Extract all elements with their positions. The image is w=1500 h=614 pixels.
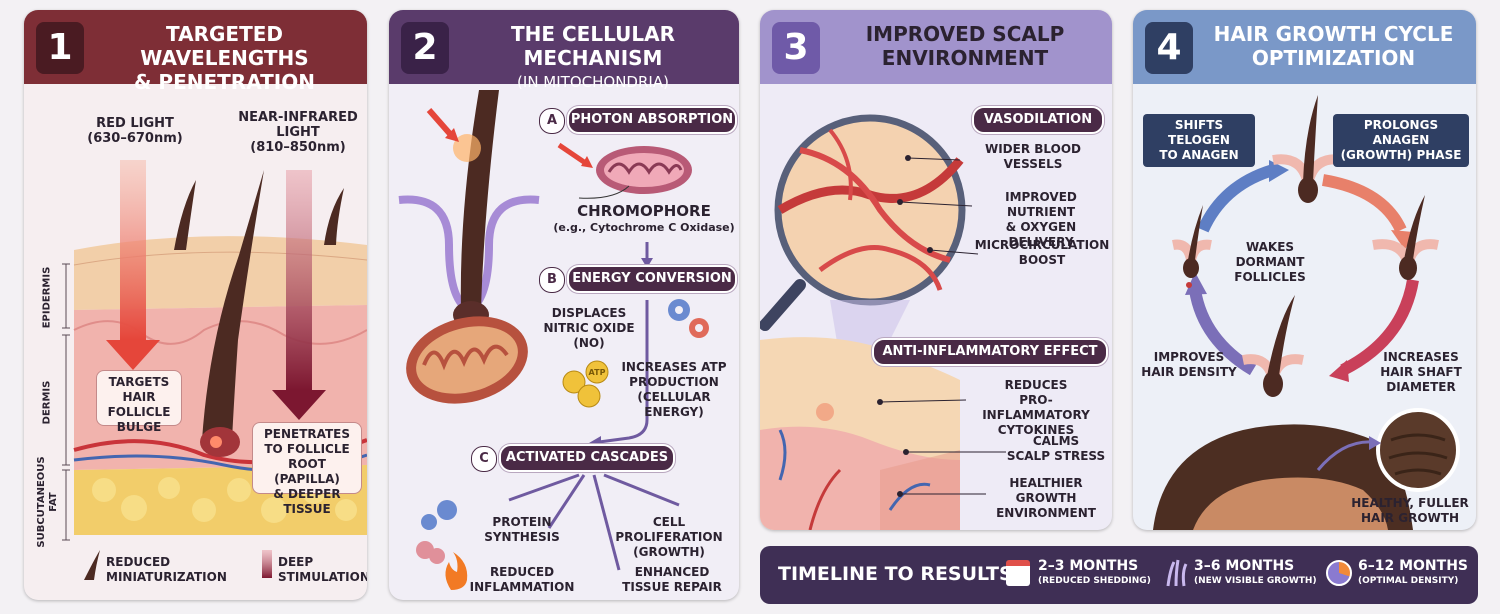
panel-1-header: 1 TARGETED WAVELENGTHS & PENETRATION [24,10,367,94]
reduced-inflammation-label: REDUCED INFLAMMATION [469,565,575,594]
shifts-telogen-tag: SHIFTS TELOGEN TO ANAGEN [1143,114,1255,167]
legend-reduced-miniaturization: REDUCED MINIATURIZATION [106,555,227,584]
panel-3-title-line2: ENVIRONMENT [881,46,1049,70]
anti-inflammatory-pill: ANTI-INFLAMMATORY EFFECT [872,338,1108,366]
vasodilation-pill: VASODILATION [972,106,1104,134]
panel-2-number: 2 [401,22,449,74]
timeline-item-2: 3–6 MONTHS (NEW VISIBLE GROWTH) [1194,558,1317,586]
step-b-energy-conversion: B ENERGY CONVERSION [539,265,737,293]
panel-wavelengths: 1 TARGETED WAVELENGTHS & PENETRATION [24,10,367,600]
penetrates-root-callout: PENETRATES TO FOLLICLE ROOT (PAPILLA) & … [252,422,362,516]
panel-3-number: 3 [772,22,820,74]
healthier-environment-label: HEALTHIER GROWTH ENVIRONMENT [996,476,1096,520]
skin-cross-section-illustration [62,160,367,580]
layer-dermis-label: DERMIS [41,380,53,425]
chromophore-label: CHROMOPHORE (e.g., Cytochrome C Oxidase) [553,202,735,234]
red-light-label: RED LIGHT (630–670nm) [87,116,183,146]
legend-deep-stimulation: DEEP STIMULATION [278,555,367,584]
wakes-follicles-label: WAKES DORMANT FOLLICLES [1234,240,1306,284]
panel-1-title-line2: & PENETRATION [134,70,315,94]
mitochondria-illustration [398,90,709,590]
panel-3-header: 3 IMPROVED SCALP ENVIRONMENT [760,10,1112,84]
prolongs-anagen-tag: PROLONGS ANAGEN (GROWTH) PHASE [1333,114,1469,167]
cell-proliferation-label: CELL PROLIFERATION (GROWTH) [615,515,723,559]
displaces-no-label: DISPLACES NITRIC OXIDE (NO) [543,306,635,350]
protein-synthesis-label: PROTEIN SYNTHESIS [484,515,560,544]
reduces-cytokines-label: REDUCES PRO-INFLAMMATORY CYTOKINES [982,378,1090,437]
increases-atp-label: INCREASES ATP PRODUCTION (CELLULAR ENERG… [621,360,727,419]
step-c-letter: C [471,446,497,472]
microcirculation-label: MICROCIRCULATION BOOST [974,238,1110,267]
wider-vessels-label: WIDER BLOOD VESSELS [984,142,1081,171]
panel-2-title-line1: THE CELLULAR MECHANISM [511,22,675,70]
miniaturization-icon [84,550,100,580]
panel-growth-cycle: 4 HAIR GROWTH CYCLE OPTIMIZATION [1133,10,1476,530]
deep-stimulation-icon [262,550,272,578]
step-b-letter: B [539,267,565,293]
healthy-growth-label: HEALTHY, FULLER HAIR GROWTH [1351,496,1469,525]
enhanced-tissue-repair-label: ENHANCED TISSUE REPAIR [622,565,722,594]
panel-scalp-environment: 3 IMPROVED SCALP ENVIRONMENT VASODILATIO… [760,10,1112,530]
layer-epidermis-label: EPIDERMIS [41,266,53,329]
density-chart-icon [1326,560,1352,586]
nir-light-label: NEAR-INFRARED LIGHT (810–850nm) [238,110,358,155]
panel-2-header: 2 THE CELLULAR MECHANISM (IN MITOCHONDRI… [389,10,739,91]
hair-sprout-icon [1164,558,1188,588]
calms-stress-label: CALMS SCALP STRESS [1006,434,1106,463]
timeline-item-3: 6–12 MONTHS (OPTIMAL DENSITY) [1358,558,1468,586]
panel-1-title-line1: TARGETED WAVELENGTHS [140,22,309,70]
nutrient-delivery-label: IMPROVED NUTRIENT & OXYGEN DELIVERY [1005,190,1077,249]
panel-2-title: THE CELLULAR MECHANISM (IN MITOCHONDRIA) [453,22,733,94]
step-a-letter: A [539,108,565,134]
improves-density-label: IMPROVES HAIR DENSITY [1141,350,1237,379]
red-beam-arrowhead [106,340,160,370]
step-c-activated-cascades: C ACTIVATED CASCADES [471,444,675,472]
panel-4-title-line2: OPTIMIZATION [1251,46,1416,70]
panel-cellular-mechanism: 2 THE CELLULAR MECHANISM (IN MITOCHONDRI… [389,10,739,600]
panel-1-title: TARGETED WAVELENGTHS & PENETRATION [88,22,361,94]
nir-beam-arrowhead [272,390,326,420]
targets-bulge-callout: TARGETS HAIR FOLLICLE BULGE [96,370,182,434]
panel-3-title: IMPROVED SCALP ENVIRONMENT [824,22,1106,70]
timeline-title: TIMELINE TO RESULTS [778,563,1013,585]
scalp-magnifier-illustration [760,114,1006,530]
panel-4-title: HAIR GROWTH CYCLE OPTIMIZATION [1197,22,1470,70]
timeline-item-1: 2–3 MONTHS (REDUCED SHEDDING) [1038,558,1151,586]
panel-4-header: 4 HAIR GROWTH CYCLE OPTIMIZATION [1133,10,1476,84]
increases-shaft-label: INCREASES HAIR SHAFT DIAMETER [1380,350,1462,394]
growth-cycle-illustration [1153,95,1460,530]
panel-3-title-line1: IMPROVED SCALP [865,22,1065,46]
step-a-photon-absorption: A PHOTON ABSORPTION [539,106,737,134]
panel-2-title-line2: (IN MITOCHONDRIA) [517,73,669,91]
panel-4-number: 4 [1145,22,1193,74]
layer-fat-label: SUBCUTANEOUS FAT [36,456,59,548]
panel-4-title-line1: HAIR GROWTH CYCLE [1213,22,1454,46]
panel-1-number: 1 [36,22,84,74]
timeline-bar: TIMELINE TO RESULTS 2–3 MONTHS (REDUCED … [760,546,1478,604]
atp-coin-label: ATP [588,368,606,377]
calendar-icon [1006,560,1030,586]
